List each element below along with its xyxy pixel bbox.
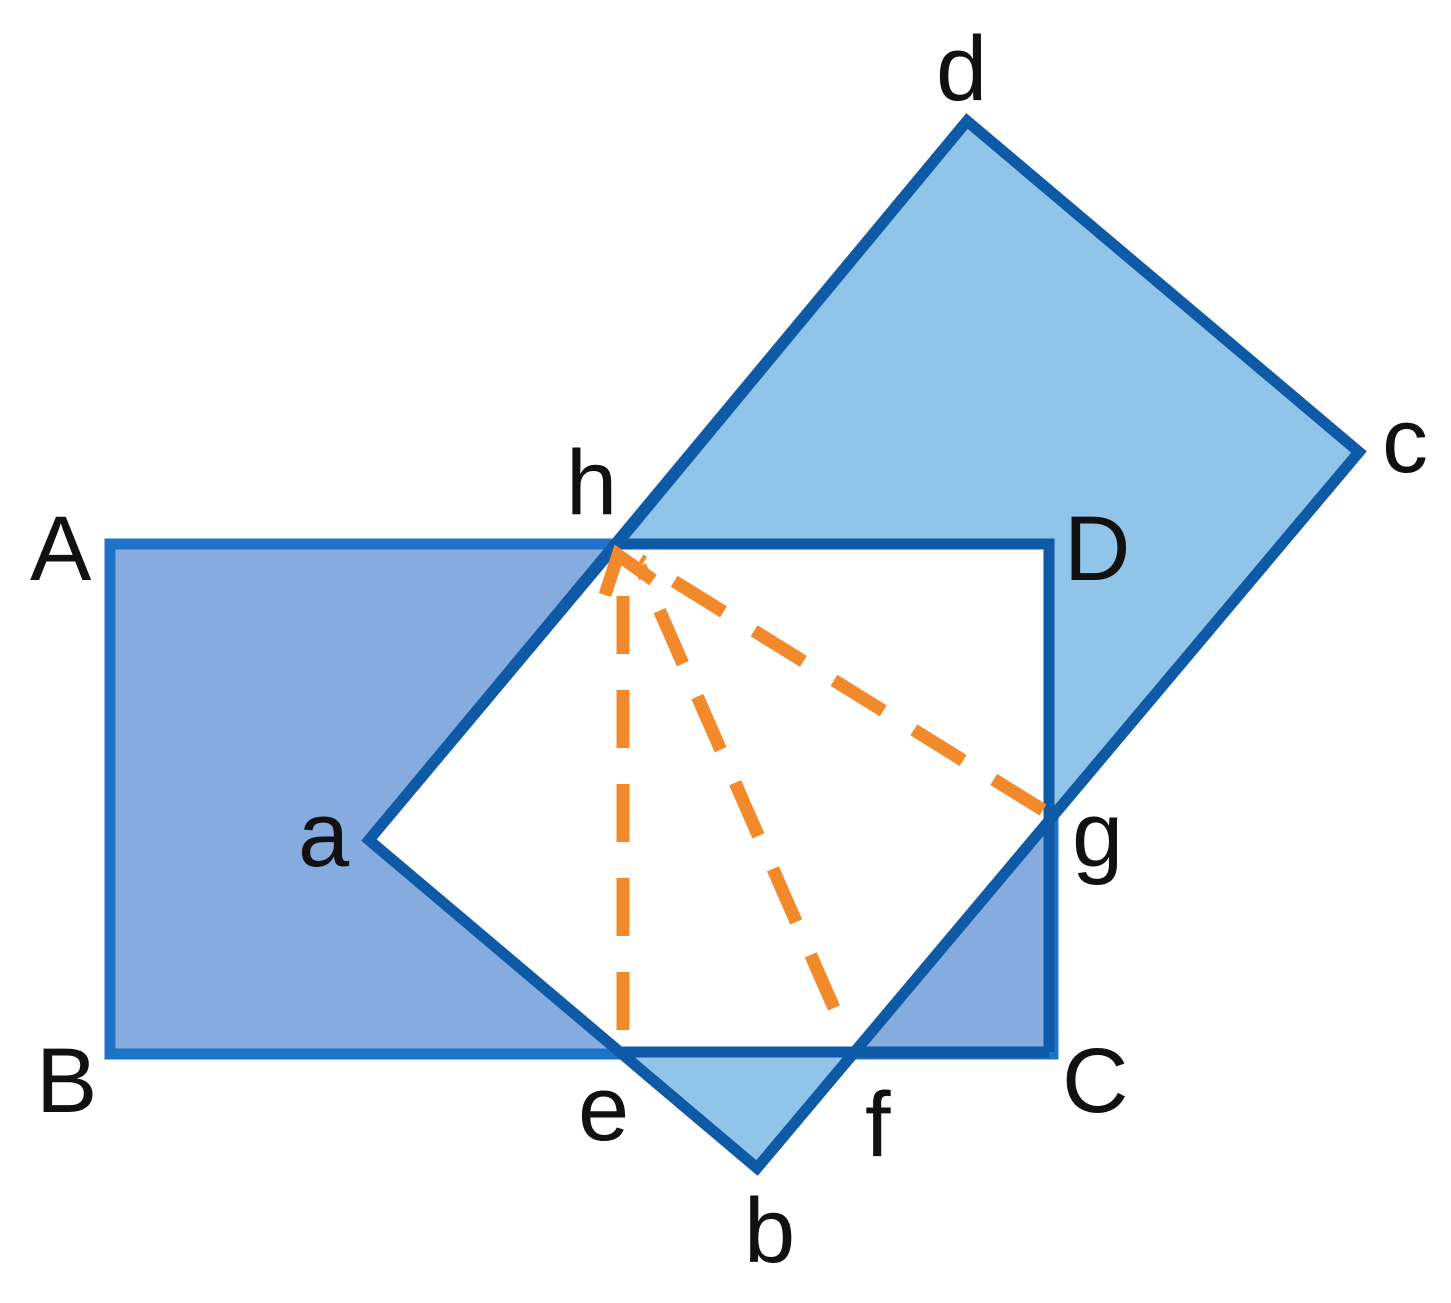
dashed-line-g-h — [636, 554, 1047, 816]
rectangle-top-edge — [617, 538, 1055, 1052]
label-c: c — [1382, 390, 1428, 492]
arrowhead-at-h — [598, 544, 657, 598]
label-b: b — [744, 1180, 795, 1282]
overlap-region — [369, 544, 1049, 1052]
square-edges — [361, 113, 1367, 1176]
label-f: f — [865, 1074, 891, 1176]
label-D: D — [1064, 498, 1130, 600]
label-g: g — [1072, 784, 1123, 886]
label-a: a — [298, 784, 350, 886]
label-h: h — [566, 432, 617, 534]
dashed-line-f-h — [634, 563, 840, 1011]
label-e: e — [578, 1058, 629, 1160]
label-d: d — [936, 18, 987, 120]
label-A: A — [30, 498, 92, 600]
label-B: B — [36, 1030, 97, 1132]
label-C: C — [1062, 1030, 1128, 1132]
